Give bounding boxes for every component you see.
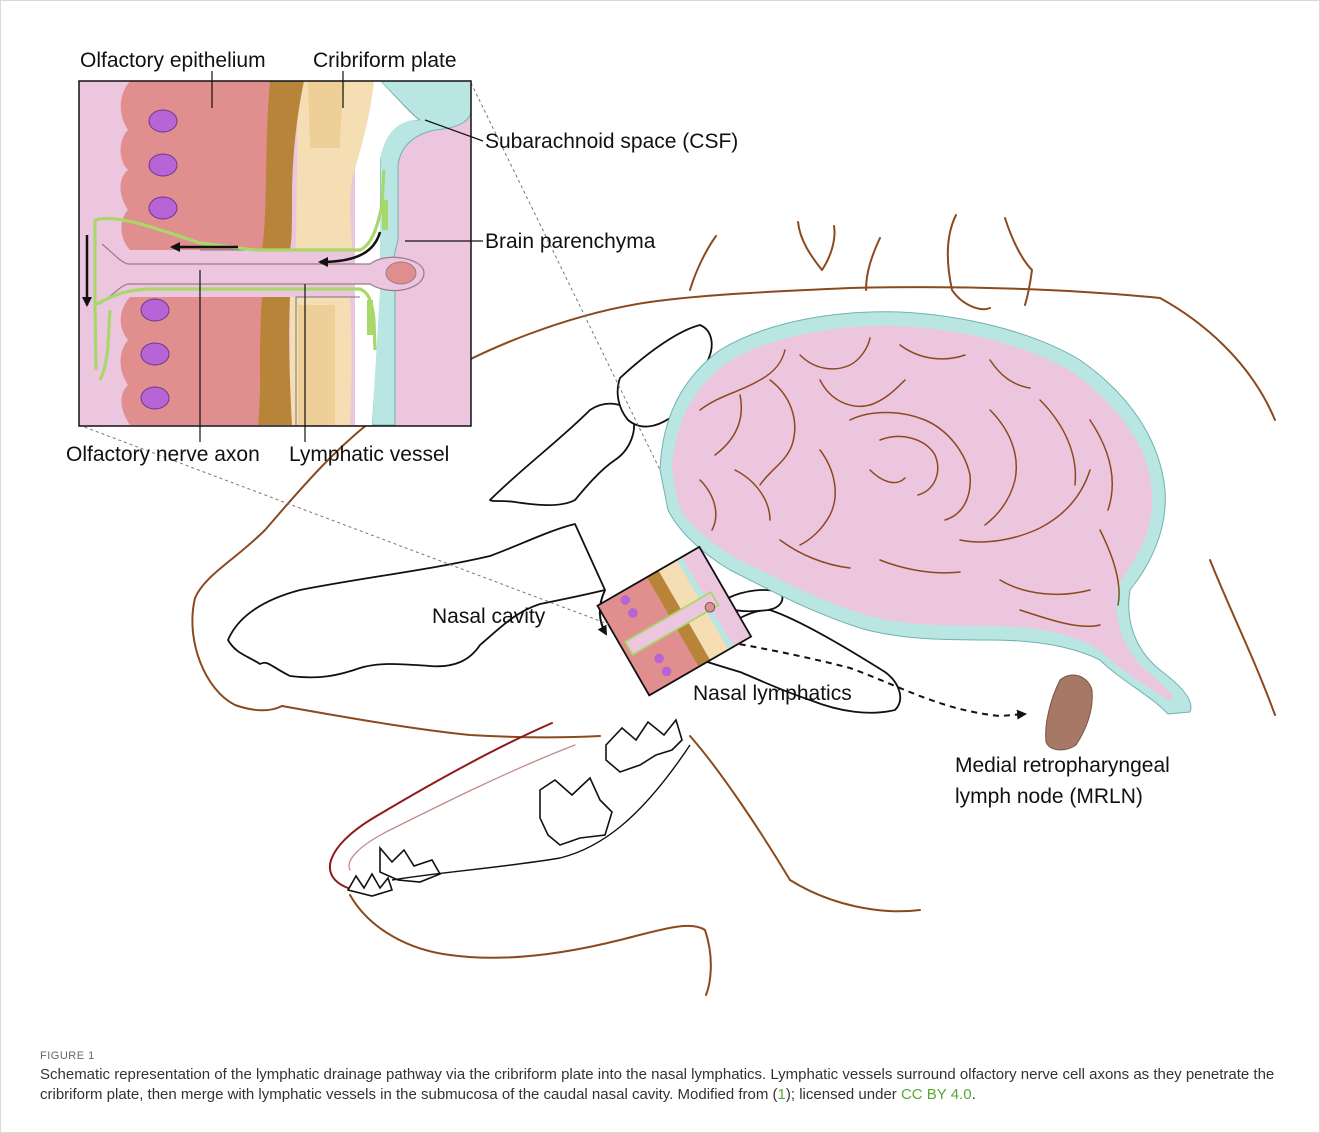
- diagram: Olfactory epithelium Cribriform plate Su…: [0, 0, 1320, 1040]
- ear-right-b: [1005, 218, 1032, 305]
- label-olfactory-nerve-axon: Olfactory nerve axon: [66, 443, 260, 466]
- caption-licensed: ); licensed under: [786, 1086, 901, 1103]
- upper-teeth: [606, 720, 682, 772]
- citation-link[interactable]: 1: [778, 1086, 786, 1103]
- caption-end: .: [972, 1086, 976, 1103]
- inset-epithelium-lower: [121, 297, 263, 425]
- nasal-turbinate-main: [228, 524, 605, 677]
- ethmoid-turbinate: [728, 590, 782, 611]
- inset-panel: [79, 81, 471, 426]
- label-mrln-line2: lymph node (MRLN): [955, 785, 1143, 808]
- caption-main: Schematic representation of the lymphati…: [40, 1066, 1274, 1103]
- cheek-teeth: [540, 778, 612, 845]
- label-lymphatic-vessel: Lymphatic vessel: [289, 443, 449, 466]
- jaw-line-right: [690, 736, 790, 880]
- inset-bone-dark-lower: [258, 297, 292, 425]
- inset-bone-mid-lower: [298, 305, 335, 425]
- dorsal-turbinate: [490, 404, 634, 505]
- license-link[interactable]: CC BY 4.0: [901, 1086, 972, 1103]
- front-lower-teeth: [348, 874, 392, 896]
- ear-left: [690, 236, 716, 290]
- label-olfactory-epithelium: Olfactory epithelium: [80, 49, 266, 72]
- neck-back: [1210, 560, 1275, 715]
- label-cribriform-plate: Cribriform plate: [313, 49, 457, 72]
- neck-line: [1160, 298, 1275, 420]
- ear-middle: [798, 222, 835, 270]
- inset-bone-mid: [308, 81, 345, 148]
- caption-text: Schematic representation of the lymphati…: [40, 1065, 1280, 1104]
- chin-outline: [350, 895, 711, 995]
- upper-lip: [330, 723, 552, 888]
- throat-line: [790, 880, 920, 911]
- label-mrln-line1: Medial retropharyngeal: [955, 754, 1170, 777]
- label-subarachnoid-space: Subarachnoid space (CSF): [485, 130, 738, 153]
- teeth: [348, 720, 682, 896]
- lymph-node: [1046, 675, 1093, 750]
- ear-tuft: [866, 238, 880, 290]
- mouth: [330, 723, 575, 888]
- label-nasal-cavity: Nasal cavity: [432, 605, 546, 628]
- label-brain-parenchyma: Brain parenchyma: [485, 230, 656, 253]
- axon-bulb: [386, 262, 416, 284]
- jaw-curve-upper: [282, 706, 600, 737]
- figure-label: FIGURE 1: [40, 1050, 1280, 1062]
- ear-right-a: [948, 215, 990, 309]
- figure-caption: FIGURE 1 Schematic representation of the…: [40, 1050, 1280, 1104]
- label-nasal-lymphatics: Nasal lymphatics: [693, 682, 852, 705]
